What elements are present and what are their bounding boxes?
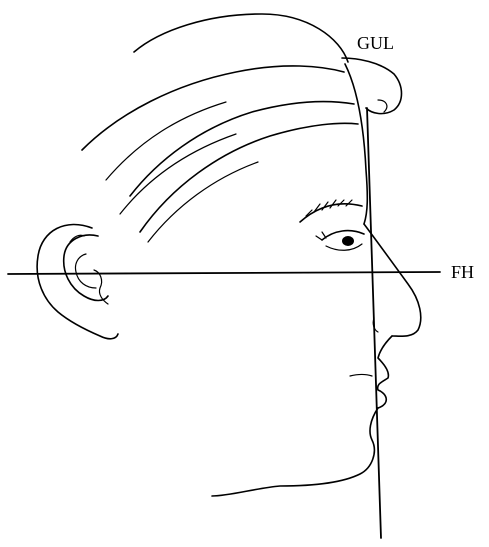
gul-vertical-line [367,108,381,538]
eye-iris [342,236,354,246]
mouth-corner [350,375,372,377]
hair-top-outline [134,14,348,62]
gul-label: GUL [357,34,394,52]
hair-strand-3 [140,123,358,232]
chin-profile [212,408,378,496]
hair-curl-inner [378,100,387,112]
ear-antihelix [75,254,96,288]
forehead-profile [345,64,367,224]
hair-front-wave [342,58,402,114]
hair-strand-6 [106,102,226,180]
hair-strand-1 [82,66,344,150]
fh-reference-line [8,272,440,274]
ear-outer [37,224,118,338]
lips-profile [378,336,392,408]
fh-label: FH [451,263,474,281]
hair-strand-2 [130,102,354,196]
ear-helix [64,235,108,301]
eye-lower-lid [326,244,362,250]
hair-strand-4 [120,134,236,214]
eyebrow-hatching [306,200,352,216]
